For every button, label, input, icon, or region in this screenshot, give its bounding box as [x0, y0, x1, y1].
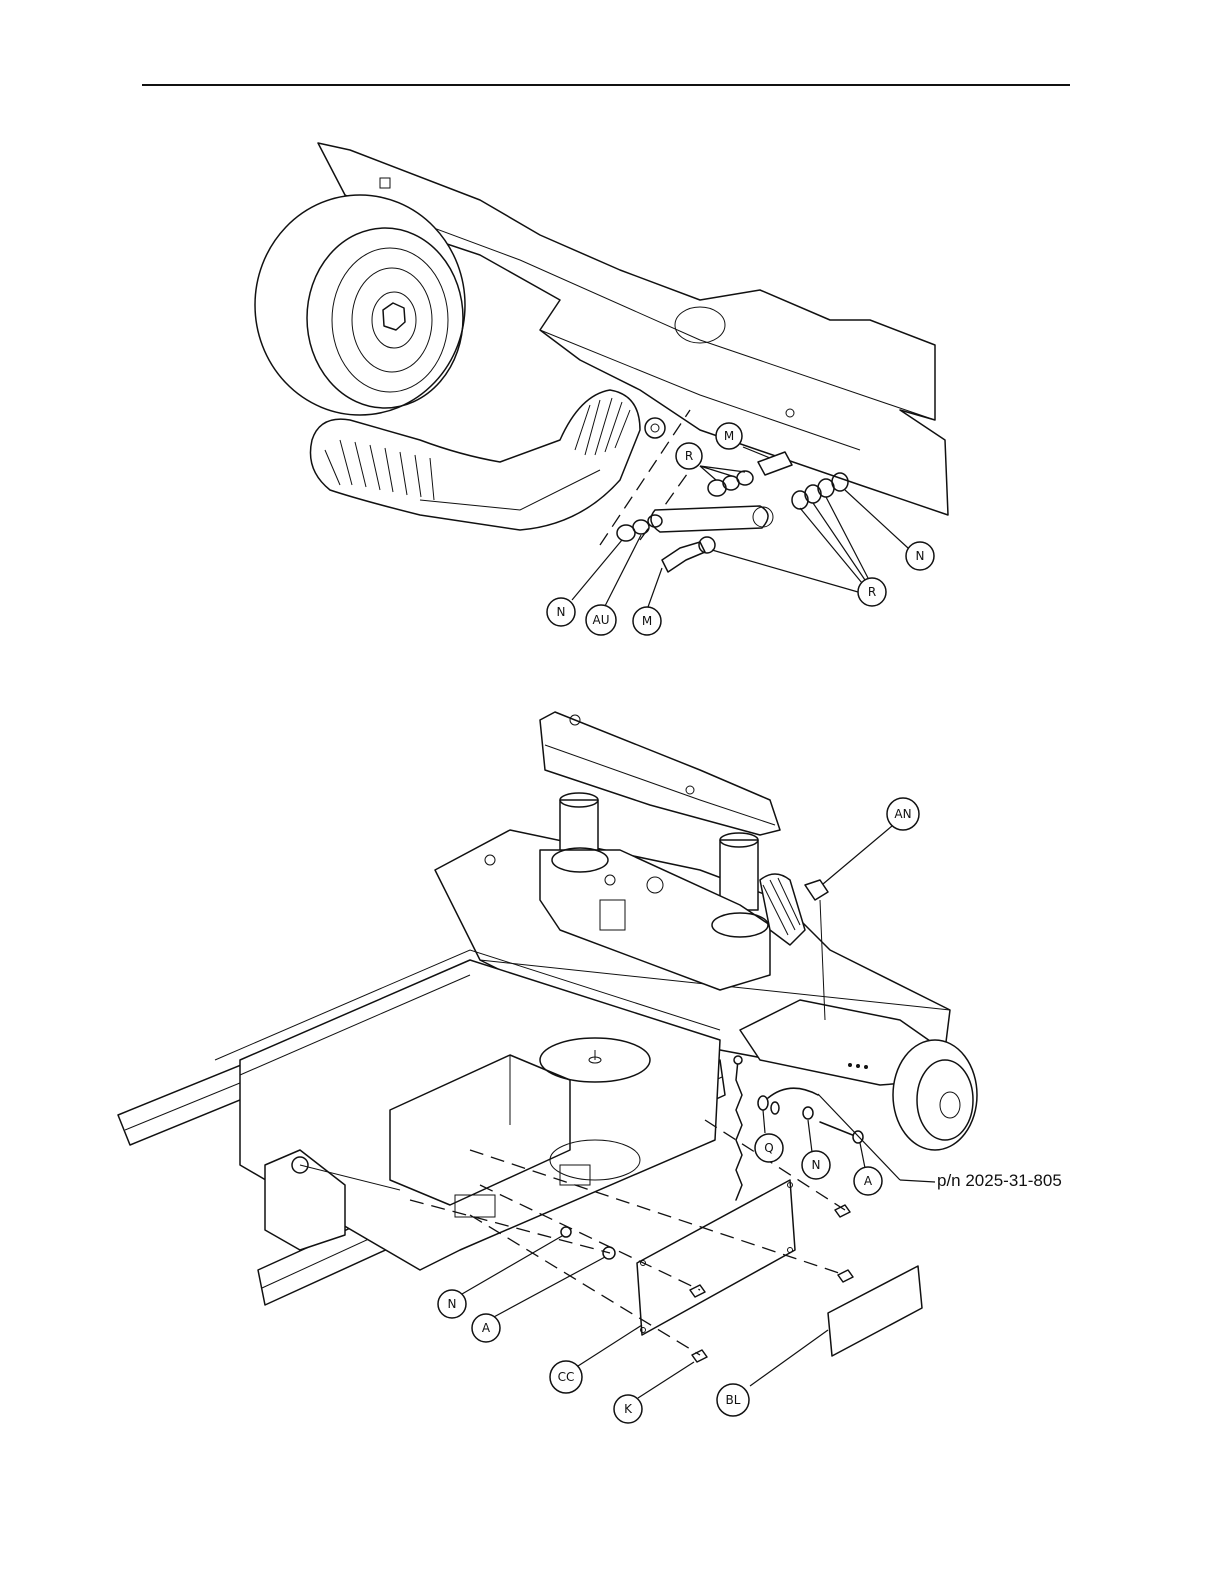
callout-N-right: N	[906, 542, 934, 570]
svg-text:M: M	[724, 429, 734, 443]
callout-N-left: N	[547, 598, 575, 626]
wire-harness	[736, 1060, 742, 1200]
svg-text:R: R	[685, 449, 693, 463]
svg-text:CC: CC	[558, 1370, 575, 1384]
svg-text:N: N	[916, 549, 925, 563]
callout-M-lower: M	[633, 607, 661, 635]
svg-text:M: M	[642, 614, 652, 628]
svg-text:AU: AU	[593, 613, 610, 627]
callout-A-motor: A	[854, 1167, 882, 1195]
svg-text:BL: BL	[726, 1393, 741, 1407]
callout-BL: BL	[717, 1384, 749, 1416]
frame-slot	[380, 178, 390, 188]
callout-K: K	[614, 1395, 642, 1423]
rear-wheel	[255, 195, 465, 415]
callout-AU: AU	[586, 605, 616, 635]
callout-Q: Q	[755, 1134, 783, 1162]
svg-text:N: N	[812, 1158, 821, 1172]
cover-plate	[637, 1180, 795, 1335]
svg-text:K: K	[624, 1402, 633, 1416]
svg-text:A: A	[864, 1174, 873, 1188]
callout-AN: AN	[887, 798, 919, 830]
link-arm	[651, 506, 768, 532]
part-number-label: p/n 2025-31-805	[937, 1171, 1062, 1191]
callout-M-upper: M	[716, 423, 742, 449]
svg-text:Q: Q	[764, 1141, 773, 1155]
callout-N-housing: N	[438, 1290, 466, 1318]
callout-CC: CC	[550, 1361, 582, 1393]
lower-figure	[118, 712, 977, 1398]
callout-R-upper: R	[676, 443, 702, 469]
svg-text:N: N	[448, 1297, 457, 1311]
svg-text:N: N	[557, 605, 566, 619]
callout-N-motor: N	[802, 1151, 830, 1179]
svg-text:A: A	[482, 1321, 491, 1335]
callout-A-housing: A	[472, 1314, 500, 1342]
upper-figure	[255, 143, 948, 608]
front-wheel	[893, 1040, 977, 1150]
svg-text:AN: AN	[894, 807, 911, 821]
svg-text:R: R	[868, 585, 876, 599]
callout-R-lower: R	[858, 578, 886, 606]
